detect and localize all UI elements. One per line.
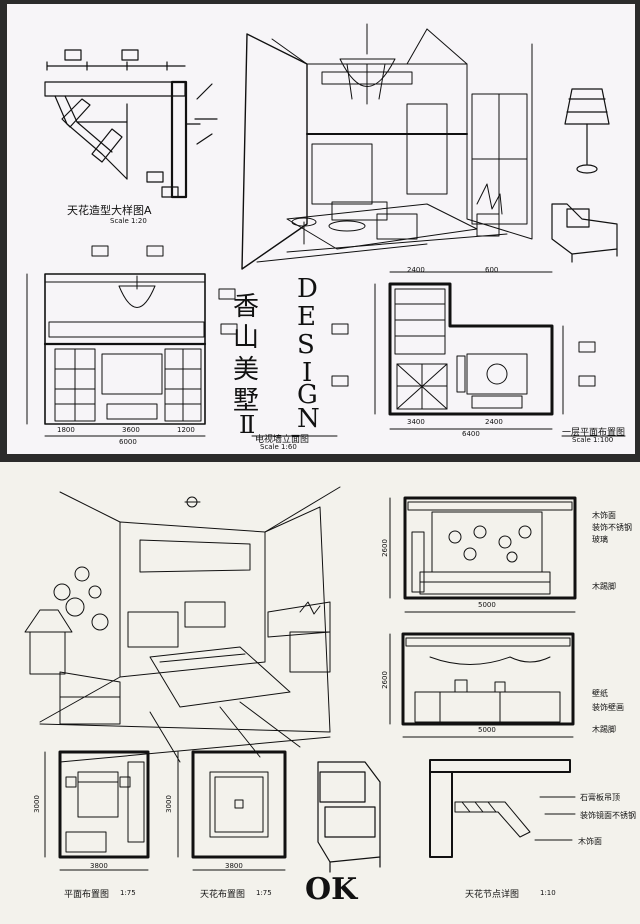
tv-wall-elevation	[26, 245, 238, 437]
ok-mark: OK	[305, 872, 358, 907]
dim-label: 2400	[407, 266, 425, 274]
dim-label: 3000	[32, 795, 41, 813]
dim-label: 6000	[119, 438, 137, 446]
design-letter: D	[297, 274, 318, 304]
dim-label: 2400	[485, 418, 503, 426]
project-title-char: 山	[233, 323, 260, 353]
floor-plan-drawing	[331, 271, 596, 430]
annotation: 装饰不锈钢	[592, 523, 632, 532]
annotation: 木饰面	[578, 837, 602, 846]
ceiling-plan-title: 天花布置图	[200, 890, 246, 900]
drawing-sheet-bedroom: 木饰面 装饰不锈钢 玻璃 木踢脚 5000 2600 壁纸 装饰壁画 木踢脚 5…	[0, 462, 640, 924]
project-title-char: 美	[233, 355, 260, 385]
plan-scale: 1:75	[120, 889, 136, 897]
dim-label: 3400	[407, 418, 425, 426]
annotation: 木踢脚	[592, 582, 616, 591]
tv-wall-scale: Scale 1:60	[260, 443, 297, 451]
annotation: 木踢脚	[592, 725, 616, 734]
design-letter: G	[297, 380, 318, 410]
lamp-sketch	[564, 88, 610, 174]
annotation: 壁纸	[592, 689, 608, 698]
dim-label: 1200	[177, 426, 195, 434]
sheet2-linework	[24, 486, 577, 873]
armchair-sketch	[317, 761, 381, 873]
dim-label: 3800	[225, 862, 243, 870]
dim-label: 3800	[90, 862, 108, 870]
bedroom-plan-drawing	[44, 750, 150, 871]
section-title: 天花节点详图	[465, 890, 520, 900]
elevation-a-drawing	[389, 496, 577, 613]
dim-label: 3600	[122, 426, 140, 434]
dim-label: 2600	[380, 671, 389, 689]
ceiling-section-drawing	[429, 759, 576, 858]
dim-label: 6400	[462, 430, 480, 438]
project-title-char: 香	[233, 292, 260, 322]
ceiling-detail-title: 天花造型大样图A	[67, 204, 152, 217]
elevation-b-drawing	[389, 632, 575, 738]
section-scale: 1:10	[540, 889, 556, 897]
chair-sketch	[551, 203, 618, 263]
tv-wall-title: 电视墙立面图	[255, 435, 310, 445]
drawing-sheet-villa: 天花造型大样图A Scale 1:20 香 山 美 墅 Ⅱ D E S I G …	[7, 4, 635, 454]
project-title-char: Ⅱ	[239, 411, 256, 439]
ceiling-plan-drawing	[177, 750, 287, 871]
floor-plan-scale: Scale 1:100	[572, 436, 614, 444]
living-room-perspective	[241, 23, 533, 270]
design-letter: I	[302, 358, 313, 388]
design-letter: S	[297, 330, 315, 360]
dim-label: 3000	[164, 795, 173, 813]
ceiling-detail-drawing	[44, 49, 218, 199]
dim-label: 2600	[380, 539, 389, 557]
floor-plan-title: 一层平面布置图	[562, 428, 626, 438]
bedroom-perspective	[24, 486, 341, 763]
annotation: 装饰壁画	[592, 703, 624, 712]
annotation: 石膏板吊顶	[580, 793, 620, 802]
annotation: 玻璃	[592, 535, 608, 544]
sheet1-linework	[26, 23, 626, 437]
dim-label: 5000	[478, 726, 496, 734]
annotation: 木饰面	[592, 511, 616, 520]
plan-title: 平面布置图	[64, 890, 110, 900]
dim-label: 5000	[478, 601, 496, 609]
dim-label: 1800	[57, 426, 75, 434]
design-letter: E	[297, 302, 316, 332]
annotation: 装饰镜面不锈钢	[580, 811, 636, 820]
project-title-char: 墅	[233, 386, 260, 416]
design-letter: N	[297, 404, 320, 434]
ceiling-detail-scale: Scale 1:20	[110, 217, 147, 225]
ceiling-plan-scale: 1:75	[256, 889, 272, 897]
dim-label: 600	[485, 266, 499, 274]
